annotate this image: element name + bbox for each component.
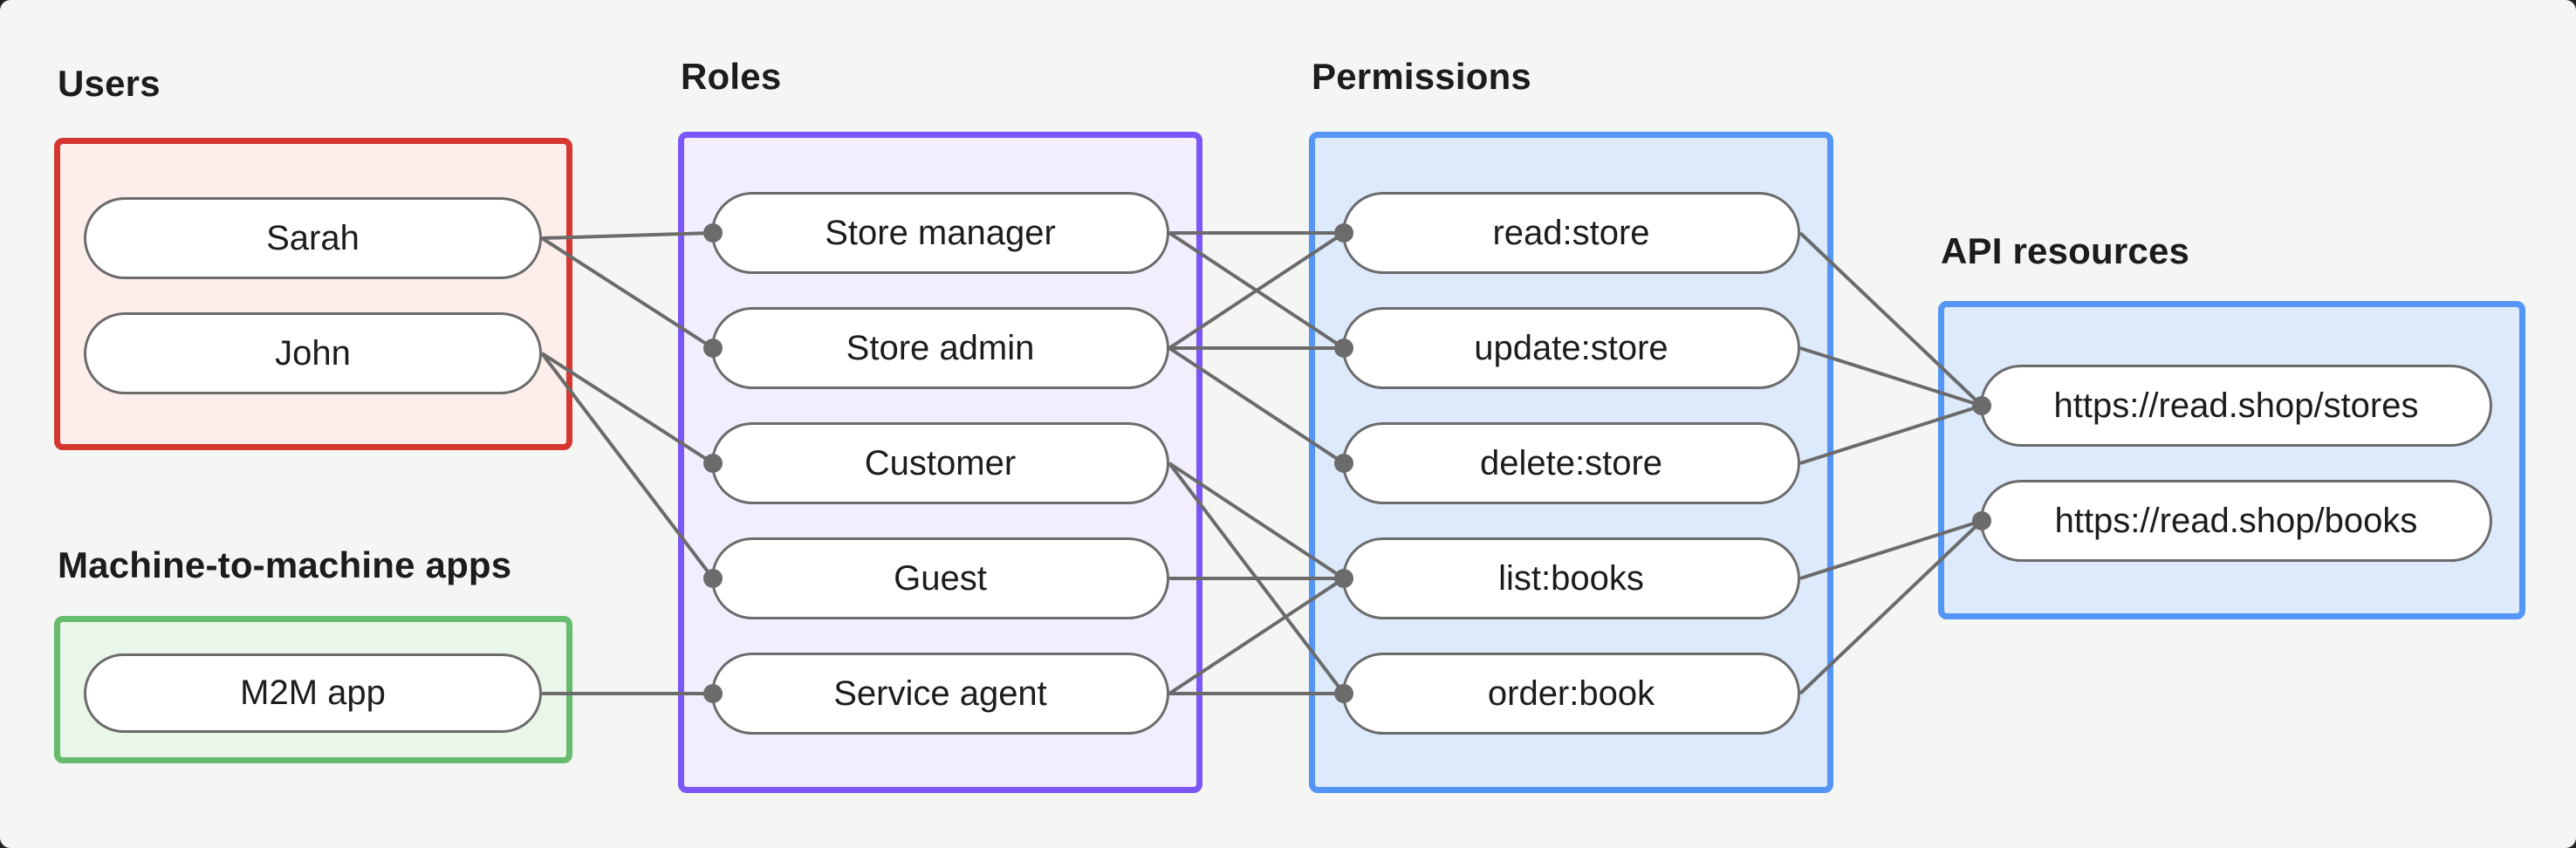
node-api-books: https://read.shop/books — [1980, 480, 2492, 562]
users-section-label: Users — [58, 63, 161, 104]
node-api-stores: https://read.shop/stores — [1980, 365, 2492, 447]
node-guest-label: Guest — [894, 558, 987, 598]
m2m-apps-group-box: M2M app — [54, 616, 572, 763]
node-service-agent-label: Service agent — [833, 674, 1047, 713]
permissions-section-label: Permissions — [1312, 56, 1531, 97]
node-guest: Guest — [711, 537, 1169, 619]
node-john-label: John — [275, 333, 351, 373]
node-list-books: list:books — [1342, 537, 1800, 619]
node-store-manager-label: Store manager — [825, 213, 1056, 252]
node-delete-store-label: delete:store — [1479, 443, 1663, 482]
node-m2m-app-label: M2M app — [240, 674, 386, 712]
node-sarah-label: Sarah — [266, 218, 360, 257]
node-update-store-label: update:store — [1474, 328, 1668, 367]
permissions-group-box: read:store update:store delete:store lis… — [1309, 132, 1833, 793]
node-store-admin: Store admin — [711, 307, 1169, 389]
api-resources-group-box: https://read.shop/stores https://read.sh… — [1938, 301, 2525, 619]
node-store-manager: Store manager — [711, 192, 1169, 274]
node-order-book: order:book — [1342, 653, 1800, 735]
node-update-store: update:store — [1342, 307, 1800, 389]
api-resources-section-label: API resources — [1941, 230, 2190, 271]
roles-group-box: Store manager Store admin Customer Guest… — [678, 132, 1202, 793]
roles-section-label: Roles — [681, 56, 782, 97]
m2m-apps-section-label: Machine-to-machine apps — [58, 544, 512, 585]
node-sarah: Sarah — [84, 197, 542, 279]
node-customer: Customer — [711, 422, 1169, 504]
node-read-store: read:store — [1342, 192, 1800, 274]
node-m2m-app: M2M app — [84, 653, 542, 733]
node-read-store-label: read:store — [1492, 213, 1650, 252]
node-delete-store: delete:store — [1342, 422, 1800, 504]
node-list-books-label: list:books — [1498, 558, 1644, 598]
users-group-box: Sarah John — [54, 138, 572, 450]
node-api-stores-label: https://read.shop/stores — [2053, 386, 2419, 425]
node-customer-label: Customer — [864, 443, 1017, 482]
node-order-book-label: order:book — [1487, 674, 1655, 713]
node-api-books-label: https://read.shop/books — [2054, 501, 2418, 540]
node-john: John — [84, 312, 542, 394]
node-service-agent: Service agent — [711, 653, 1169, 735]
node-store-admin-label: Store admin — [846, 328, 1035, 367]
